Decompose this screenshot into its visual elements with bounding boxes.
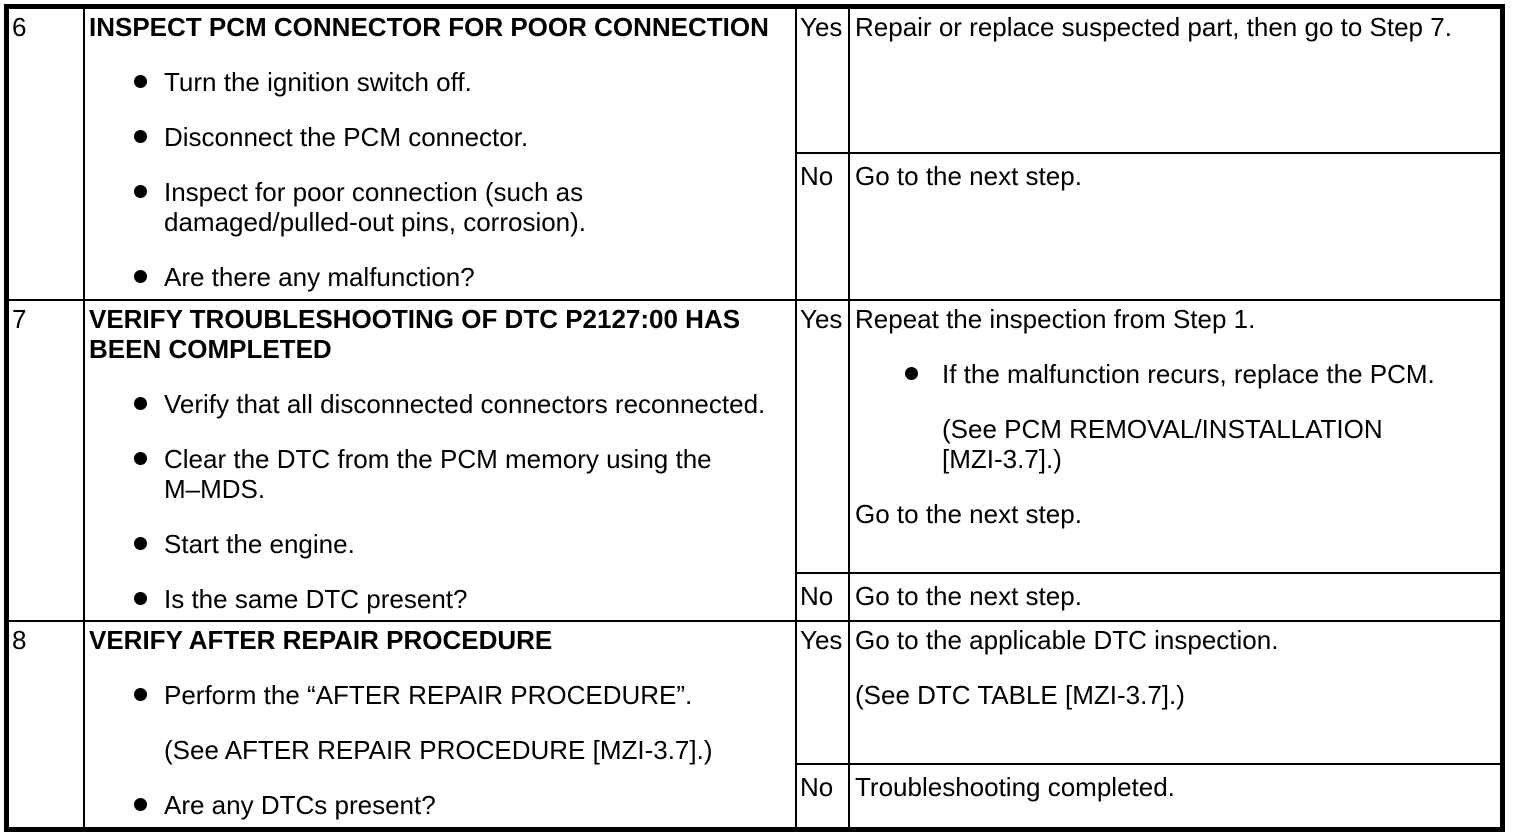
yes-action-cell: Go to the applicable DTC inspection. (Se…: [850, 622, 1500, 763]
bullet-text: Is the same DTC present?: [164, 584, 468, 614]
yes-subrow: Yes Go to the applicable DTC inspection.…: [797, 622, 1500, 765]
no-cell: No: [797, 765, 850, 827]
yes-subrow: Yes Repeat the inspection from Step 1. I…: [797, 301, 1500, 574]
step-number: 7: [12, 304, 27, 334]
bullet-icon: [134, 688, 147, 701]
procedure-bullet: Clear the DTC from the PCM memory using …: [134, 444, 789, 504]
no-label: No: [800, 772, 834, 802]
bullet-icon: [134, 397, 147, 410]
inspection-cell: INSPECT PCM CONNECTOR FOR POOR CONNECTIO…: [85, 9, 797, 299]
no-cell: No: [797, 574, 850, 620]
no-action-cell: Troubleshooting completed.: [850, 765, 1500, 827]
table-row-step-6: 6 INSPECT PCM CONNECTOR FOR POOR CONNECT…: [9, 9, 1500, 301]
bullet-text: Verify that all disconnected connectors …: [164, 389, 766, 419]
bullet-text: Clear the DTC from the PCM memory using …: [164, 444, 712, 504]
action-bullet: If the malfunction recurs, replace the P…: [905, 359, 1492, 389]
no-subrow: No Go to the next step.: [797, 574, 1500, 620]
bullet-text: Turn the ignition switch off.: [164, 67, 472, 97]
action-text: Repeat the inspection from Step 1.: [855, 304, 1256, 334]
yes-cell: Yes: [797, 622, 850, 763]
bullet-text: Are any DTCs present?: [164, 790, 436, 820]
bullet-icon: [134, 130, 147, 143]
yes-label: Yes: [800, 12, 843, 42]
yes-action-cell: Repeat the inspection from Step 1. If th…: [850, 301, 1500, 572]
bullet-text: Perform the “AFTER REPAIR PROCEDURE”.: [164, 680, 693, 710]
yes-cell: Yes: [797, 301, 850, 572]
bullet-icon: [134, 75, 147, 88]
bullet-icon: [905, 367, 918, 380]
bullet-text: Disconnect the PCM connector.: [164, 122, 529, 152]
no-subrow: No Troubleshooting completed.: [797, 765, 1500, 827]
reference-text: (See PCM REMOVAL/INSTALLATION [MZI-3.7].…: [942, 414, 1383, 474]
inspection-cell: VERIFY TROUBLESHOOTING OF DTC P2127:00 H…: [85, 301, 797, 620]
bullet-icon: [134, 185, 147, 198]
procedure-bullet: Are any DTCs present?: [134, 790, 789, 820]
action-text: Go to the next step.: [855, 161, 1082, 191]
no-label: No: [800, 161, 834, 191]
bullet-text: Inspect for poor connection (such as dam…: [164, 177, 587, 237]
procedure-bullet: Is the same DTC present?: [134, 584, 789, 614]
yes-cell: Yes: [797, 9, 850, 152]
step-number-cell: 7: [9, 301, 85, 620]
step-title: VERIFY TROUBLESHOOTING OF DTC P2127:00 H…: [89, 304, 741, 364]
table-row-step-7: 7 VERIFY TROUBLESHOOTING OF DTC P2127:00…: [9, 301, 1500, 622]
troubleshooting-table: 6 INSPECT PCM CONNECTOR FOR POOR CONNECT…: [4, 4, 1505, 832]
result-column: Yes Repair or replace suspected part, th…: [797, 9, 1500, 299]
bullet-icon: [134, 798, 147, 811]
yes-action-cell: Repair or replace suspected part, then g…: [850, 9, 1500, 152]
procedure-bullet: Inspect for poor connection (such as dam…: [134, 177, 789, 237]
procedure-bullet: Turn the ignition switch off.: [134, 67, 789, 97]
step-number: 8: [12, 625, 27, 655]
yes-label: Yes: [800, 625, 843, 655]
bullet-icon: [134, 592, 147, 605]
step-number: 6: [12, 12, 27, 42]
no-label: No: [800, 581, 834, 611]
inspection-cell: VERIFY AFTER REPAIR PROCEDURE Perform th…: [85, 622, 797, 827]
no-action-cell: Go to the next step.: [850, 574, 1500, 620]
no-action-cell: Go to the next step.: [850, 154, 1500, 299]
bullet-text: Are there any malfunction?: [164, 262, 475, 292]
action-text: Troubleshooting completed.: [855, 772, 1175, 802]
step-number-cell: 8: [9, 622, 85, 827]
bullet-icon: [134, 270, 147, 283]
action-text: Go to the applicable DTC inspection.: [855, 625, 1279, 655]
bullet-icon: [134, 537, 147, 550]
procedure-bullet: Are there any malfunction?: [134, 262, 789, 292]
procedure-bullet: Disconnect the PCM connector.: [134, 122, 789, 152]
result-column: Yes Repeat the inspection from Step 1. I…: [797, 301, 1500, 620]
reference-text: (See AFTER REPAIR PROCEDURE [MZI-3.7].): [164, 735, 713, 765]
step-title: VERIFY AFTER REPAIR PROCEDURE: [89, 625, 553, 655]
yes-label: Yes: [800, 304, 843, 334]
action-text: Go to the next step.: [855, 499, 1082, 529]
procedure-bullet: Perform the “AFTER REPAIR PROCEDURE”.: [134, 680, 789, 710]
result-column: Yes Go to the applicable DTC inspection.…: [797, 622, 1500, 827]
action-text: Go to the next step.: [855, 581, 1082, 611]
step-number-cell: 6: [9, 9, 85, 299]
table-row-step-8: 8 VERIFY AFTER REPAIR PROCEDURE Perform …: [9, 622, 1500, 827]
no-subrow: No Go to the next step.: [797, 154, 1500, 299]
step-title: INSPECT PCM CONNECTOR FOR POOR CONNECTIO…: [89, 12, 769, 42]
no-cell: No: [797, 154, 850, 299]
procedure-bullet: Verify that all disconnected connectors …: [134, 389, 789, 419]
bullet-text: If the malfunction recurs, replace the P…: [942, 359, 1435, 389]
action-text: Repair or replace suspected part, then g…: [855, 12, 1452, 42]
bullet-icon: [134, 452, 147, 465]
reference-text: (See DTC TABLE [MZI-3.7].): [855, 680, 1185, 710]
yes-subrow: Yes Repair or replace suspected part, th…: [797, 9, 1500, 154]
bullet-text: Start the engine.: [164, 529, 355, 559]
procedure-bullet: Start the engine.: [134, 529, 789, 559]
